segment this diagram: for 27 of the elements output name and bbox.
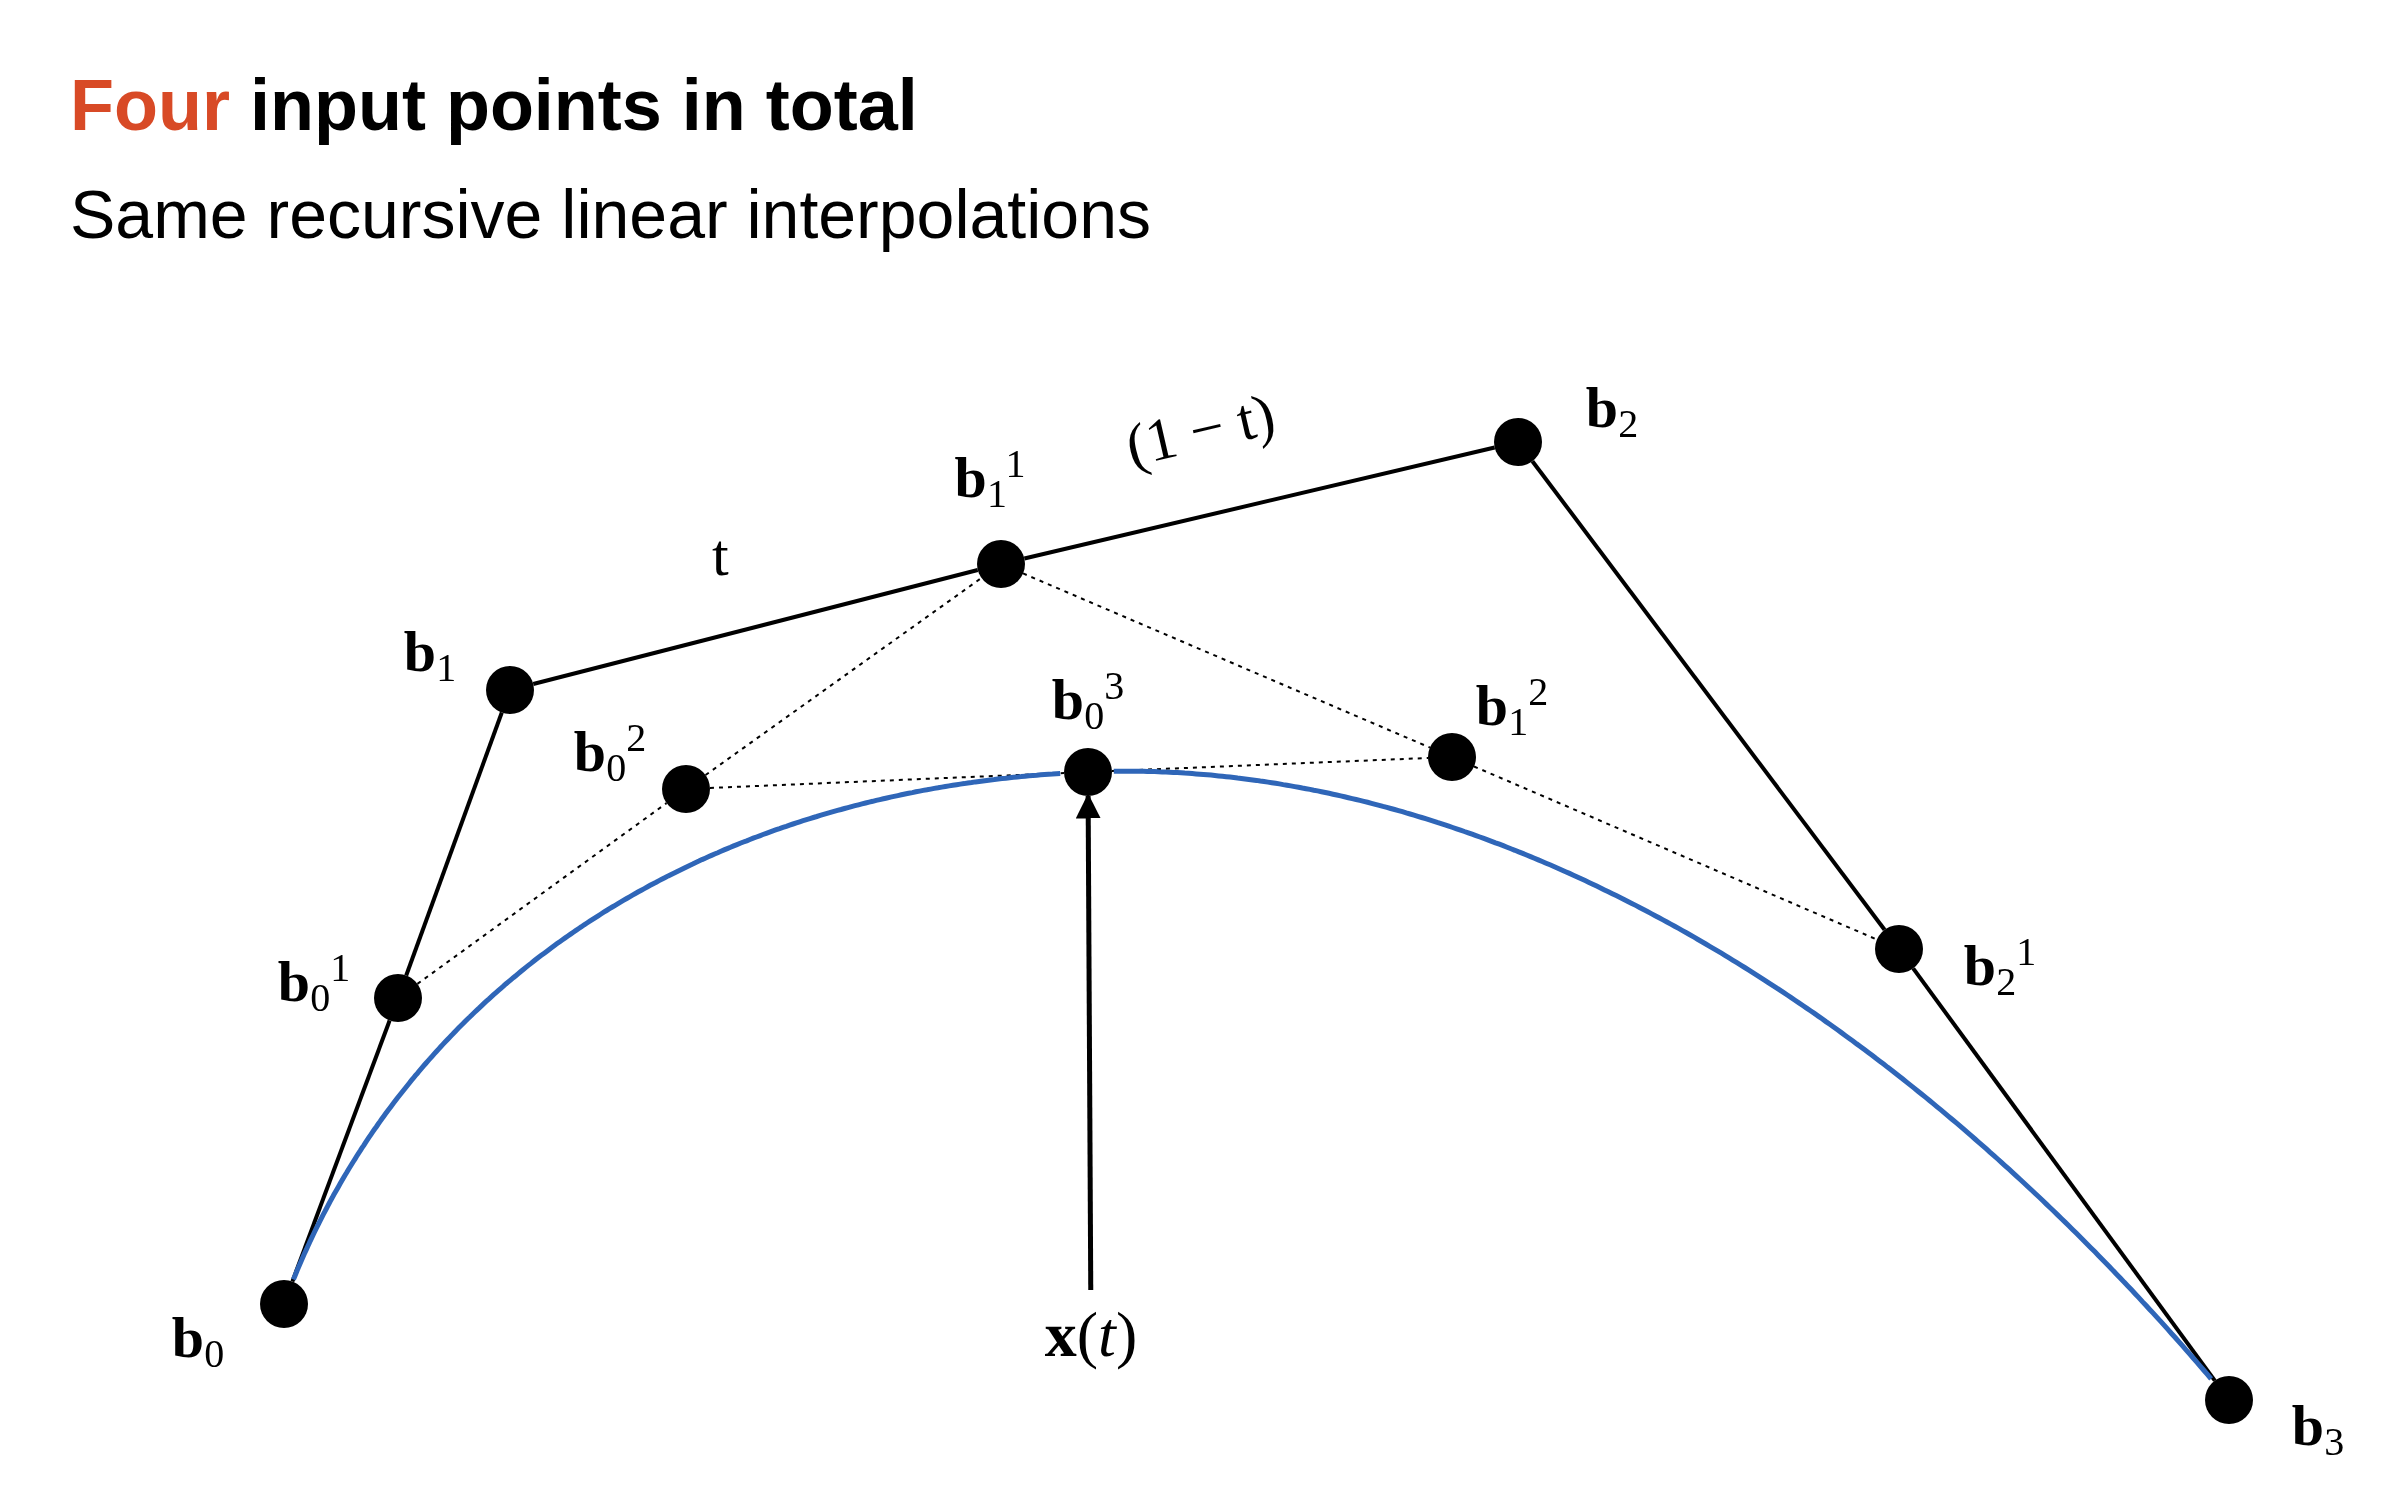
control-point	[977, 540, 1025, 588]
control-point	[1064, 748, 1112, 796]
line	[532, 568, 979, 686]
bezier-curve	[1113, 768, 2213, 1381]
control-point	[374, 974, 422, 1022]
line	[1023, 445, 1496, 561]
control-point	[1494, 418, 1542, 466]
control-point	[662, 765, 710, 813]
control-point	[486, 666, 534, 714]
line	[1022, 572, 1431, 749]
line	[290, 1019, 392, 1283]
control-point	[260, 1280, 308, 1328]
line	[416, 802, 668, 985]
control-point	[1875, 925, 1923, 973]
line	[1911, 967, 2217, 1382]
point-label: b$_{3}$	[2291, 1397, 2345, 1455]
title: Four input points in total	[70, 64, 918, 147]
line	[704, 576, 983, 777]
control-point	[2205, 1376, 2253, 1424]
point-label: b$_{2}$	[1585, 379, 1639, 437]
bezier-curve	[291, 770, 1061, 1281]
line	[1530, 460, 1887, 931]
point-label: b$_{0}$	[171, 1309, 225, 1367]
control-point	[1428, 733, 1476, 781]
line	[709, 772, 1065, 789]
line	[404, 711, 504, 977]
point-label: b$_{1}$	[403, 623, 457, 681]
